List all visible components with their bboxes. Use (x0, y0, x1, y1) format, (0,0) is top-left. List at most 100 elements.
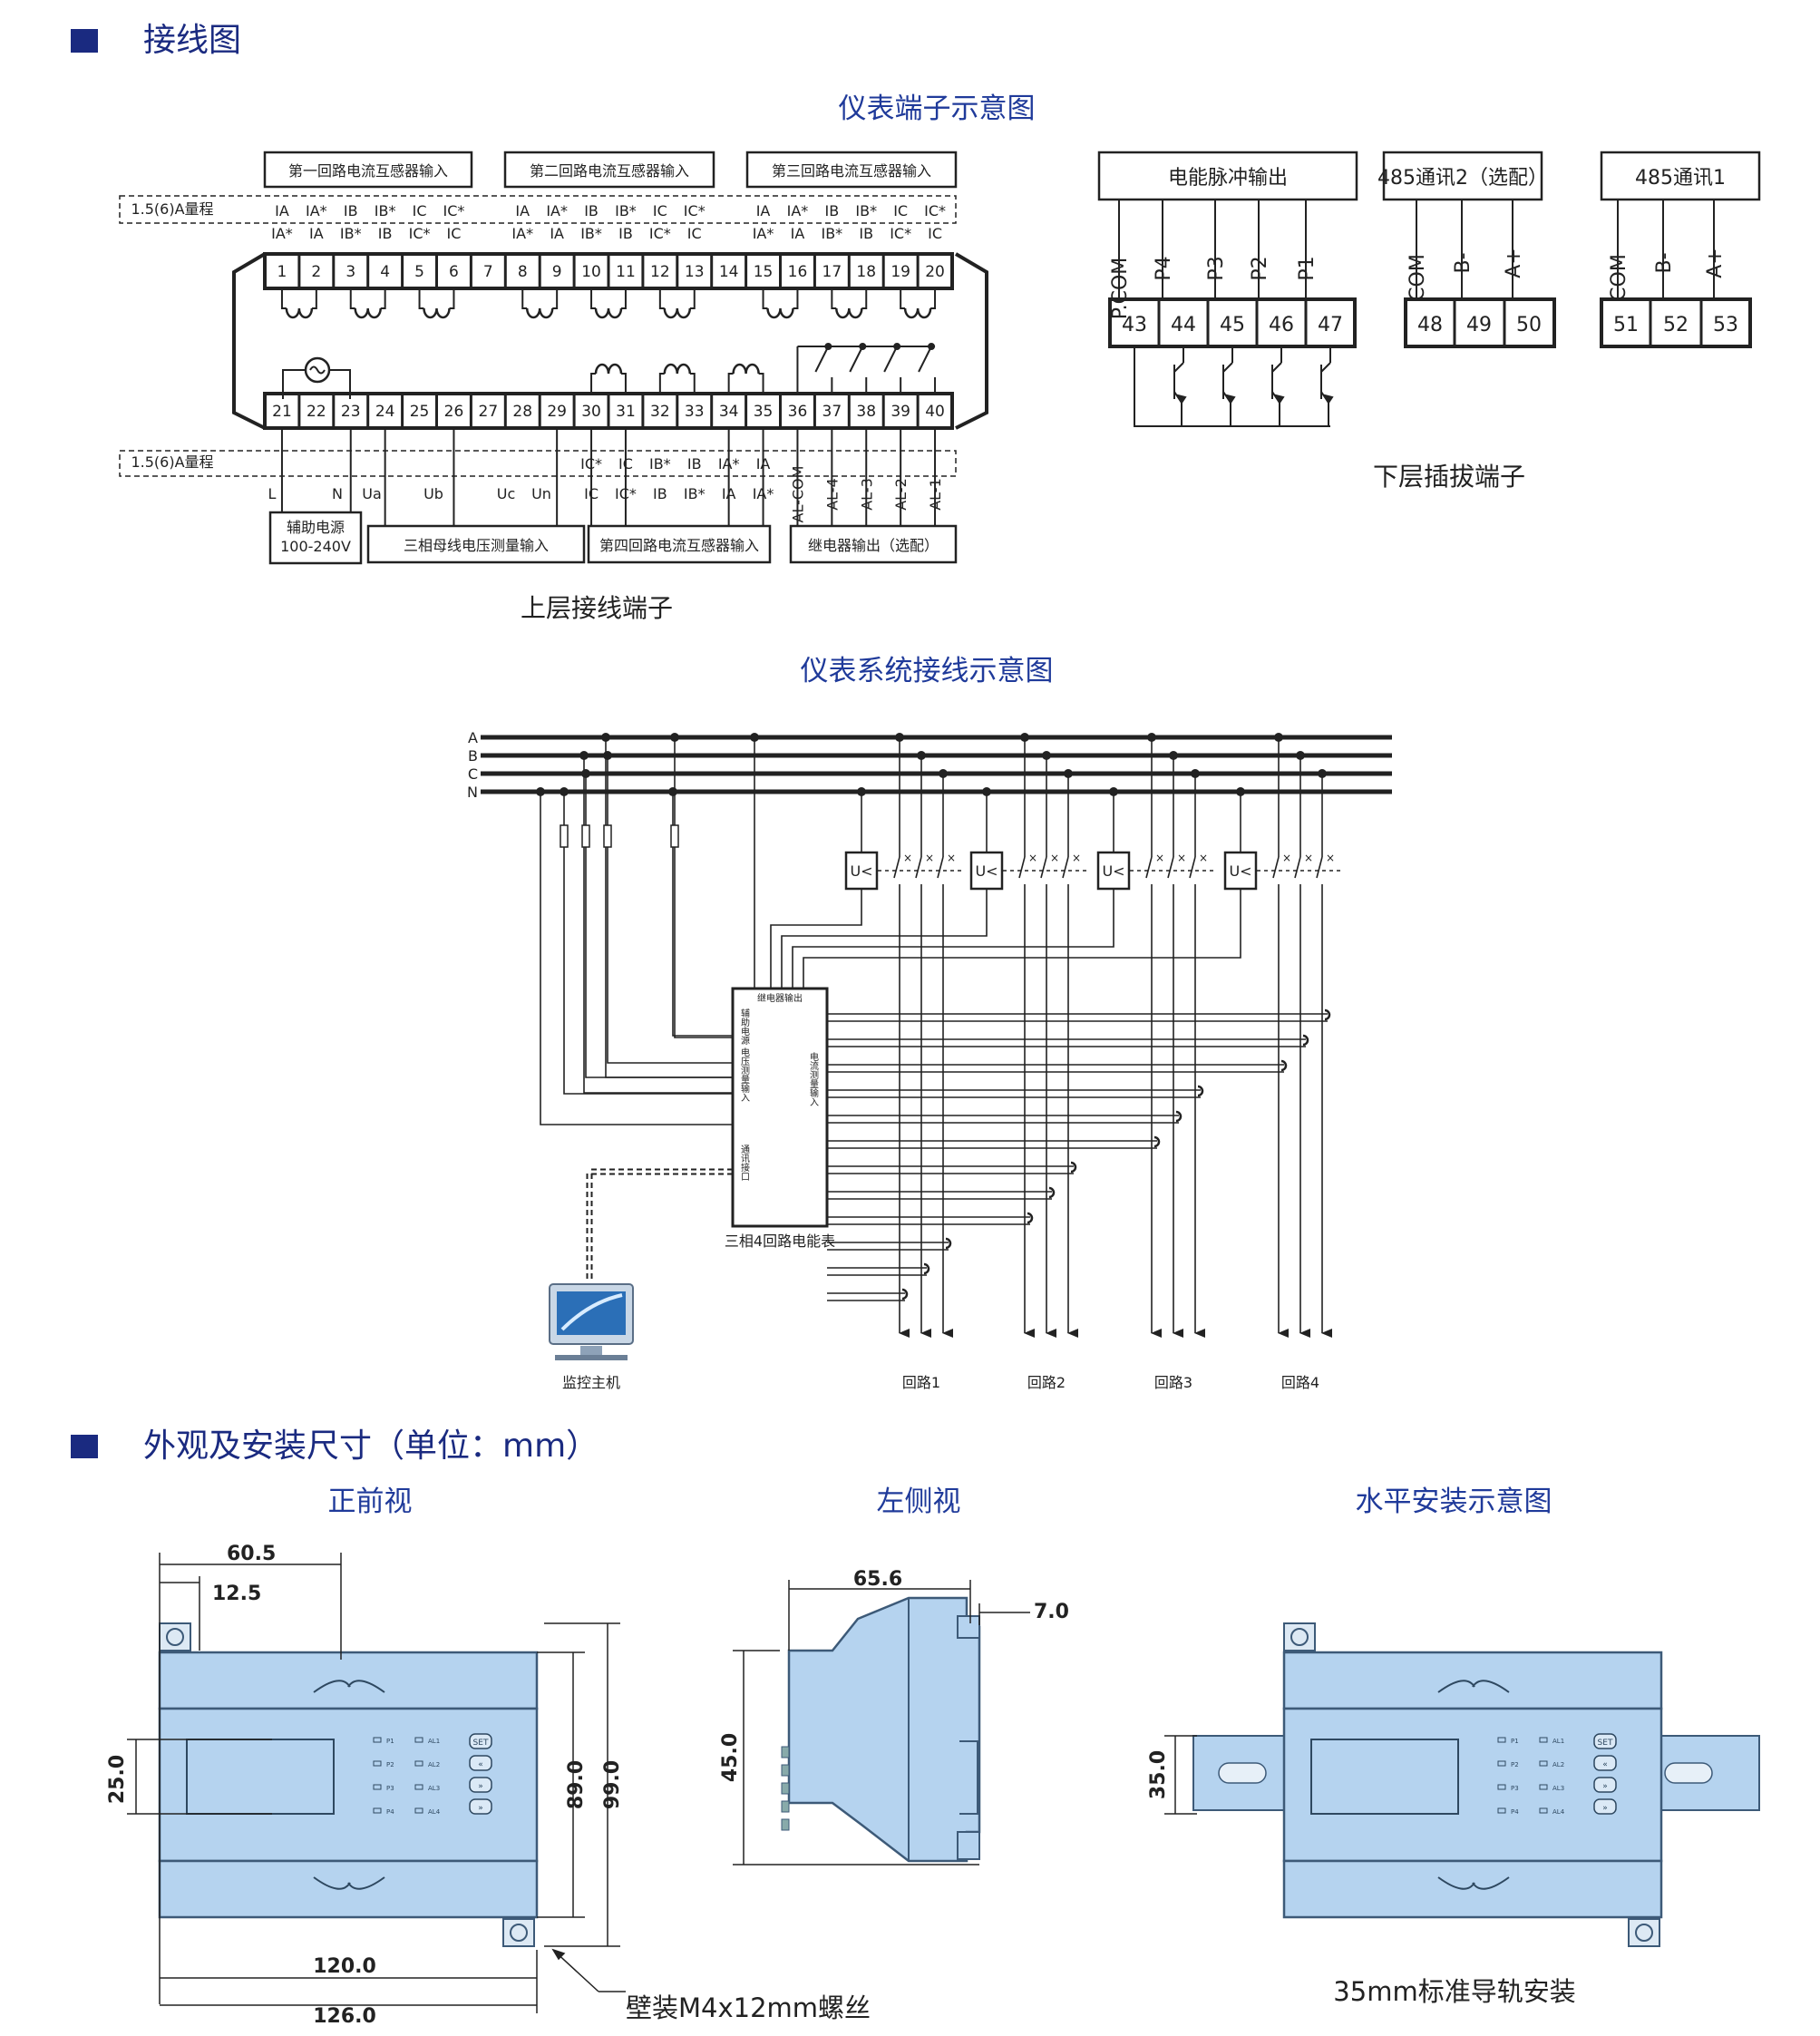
terminal-label: IA* (271, 225, 293, 242)
breaker-label: U< (1229, 862, 1251, 880)
ct-coil-icon (594, 307, 623, 319)
terminal-label: IB (584, 202, 599, 219)
meter-box (731, 987, 829, 1228)
terminal-label: B- (1452, 252, 1474, 273)
terminal-label: A+ (1704, 248, 1727, 278)
dimension-value: 35.0 (1147, 1750, 1170, 1799)
panel-button (469, 1755, 492, 1771)
bus-label-c: C (468, 765, 478, 783)
relay-label: AL-4 (823, 478, 841, 511)
x-mark: × (1177, 852, 1186, 864)
terminal-label: IA* (718, 455, 740, 472)
terminal-label: IA* (511, 225, 533, 242)
x-mark: × (1050, 852, 1059, 864)
panel-button-label: » (478, 1782, 483, 1791)
led-icon (373, 1760, 382, 1767)
ct-icon (1302, 1034, 1309, 1047)
panel-button-label: SET (1598, 1739, 1613, 1748)
group-box-3 (745, 151, 958, 189)
terminal-label: IB* (684, 485, 706, 502)
terminal-label: IB* (821, 225, 842, 242)
led-icon (373, 1807, 382, 1814)
panel-button-label: « (1602, 1760, 1608, 1769)
terminal-label: P4 (1153, 256, 1175, 280)
pulse-title-box (1097, 151, 1358, 201)
terminal-label: IA* (787, 202, 809, 219)
range-dashed-top (119, 195, 957, 224)
terminal-number: 25 (410, 403, 430, 421)
terminal-number: 19 (891, 263, 910, 281)
terminal-label: IB (824, 202, 839, 219)
fuse-icon (670, 824, 679, 848)
terminal-label: IC (687, 225, 702, 242)
panel-button-label: SET (473, 1739, 489, 1748)
junction-dot (560, 787, 569, 796)
terminal-label: P3 (1205, 256, 1228, 280)
alarm-label: AL4 (428, 1808, 441, 1816)
terminal-label: IA (275, 202, 289, 219)
terminal-label: IC* (580, 455, 602, 472)
terminal-number: 53 (1713, 314, 1738, 336)
terminal-number: 5 (414, 263, 424, 281)
ct-icon (1175, 1110, 1183, 1123)
junction-dot (670, 733, 679, 742)
monitor-icon (549, 1283, 634, 1360)
panel-button (1593, 1755, 1617, 1771)
led-label: P4 (386, 1808, 394, 1816)
ct-icon (901, 1288, 909, 1301)
led-label: P3 (1511, 1785, 1519, 1792)
led-icon (1497, 1807, 1506, 1814)
ct-icon (1324, 1008, 1331, 1021)
terminal-number: 10 (581, 263, 601, 281)
group-box-1 (263, 151, 473, 189)
latch-icon (1437, 1876, 1510, 1890)
alarm-label: AL1 (428, 1738, 440, 1745)
junction-dot (1020, 733, 1029, 742)
loop-label: 回路3 (1154, 1374, 1192, 1391)
device-top-cap (1282, 1651, 1663, 1710)
ct-icon (923, 1262, 930, 1275)
side-view-device (781, 1596, 981, 1863)
ct-coil-icon (663, 307, 692, 319)
pulse-title: 电能脉冲输出 (1168, 167, 1288, 190)
rail-slot (1664, 1762, 1713, 1784)
panel-button-label: » (1602, 1782, 1608, 1791)
x-mark: × (1155, 852, 1164, 864)
terminal-label: L (268, 485, 277, 502)
terminal-label: IB (859, 225, 873, 242)
rail-view-title: 水平安装示意图 (1356, 1486, 1552, 1518)
junction-dot (1042, 751, 1051, 760)
optocoupler-icon (1176, 394, 1187, 404)
panel-button (469, 1733, 492, 1749)
dimension-value: 7.0 (1034, 1601, 1069, 1623)
ct-coil-icon (732, 363, 760, 375)
fuse-icon (560, 824, 569, 848)
x-mark: × (1304, 852, 1313, 864)
led-label: P1 (386, 1738, 394, 1745)
terminal-number: 20 (925, 263, 945, 281)
relay-label: AL-3 (858, 478, 875, 511)
terminal-label: IA* (753, 485, 774, 502)
junction-dot (982, 787, 991, 796)
voltage-input-label: 三相母线电压测量输入 (404, 537, 549, 554)
terminal-number: 15 (754, 263, 774, 281)
terminal-label: IB (653, 485, 667, 502)
ct-icon (1027, 1212, 1034, 1224)
upper-terminal-caption: 上层接线端子 (521, 593, 673, 623)
junction-dot (939, 769, 948, 778)
loop-label: 回路2 (1027, 1374, 1066, 1391)
terminal-number: 29 (547, 403, 567, 421)
group-label-2: 第二回路电流互感器输入 (530, 162, 689, 180)
ct-icon (1197, 1085, 1204, 1097)
terminal-label: IC* (924, 202, 946, 219)
section-bullet-icon (71, 1435, 98, 1458)
alarm-label: AL3 (1552, 1785, 1564, 1792)
panel-button-label: » (1602, 1804, 1608, 1813)
dimension-value: 120.0 (313, 1955, 376, 1978)
terminal-number: 24 (375, 403, 395, 421)
loop4-ct-label: 第四回路电流互感器输入 (599, 537, 759, 554)
mount-ear (1628, 1918, 1660, 1947)
